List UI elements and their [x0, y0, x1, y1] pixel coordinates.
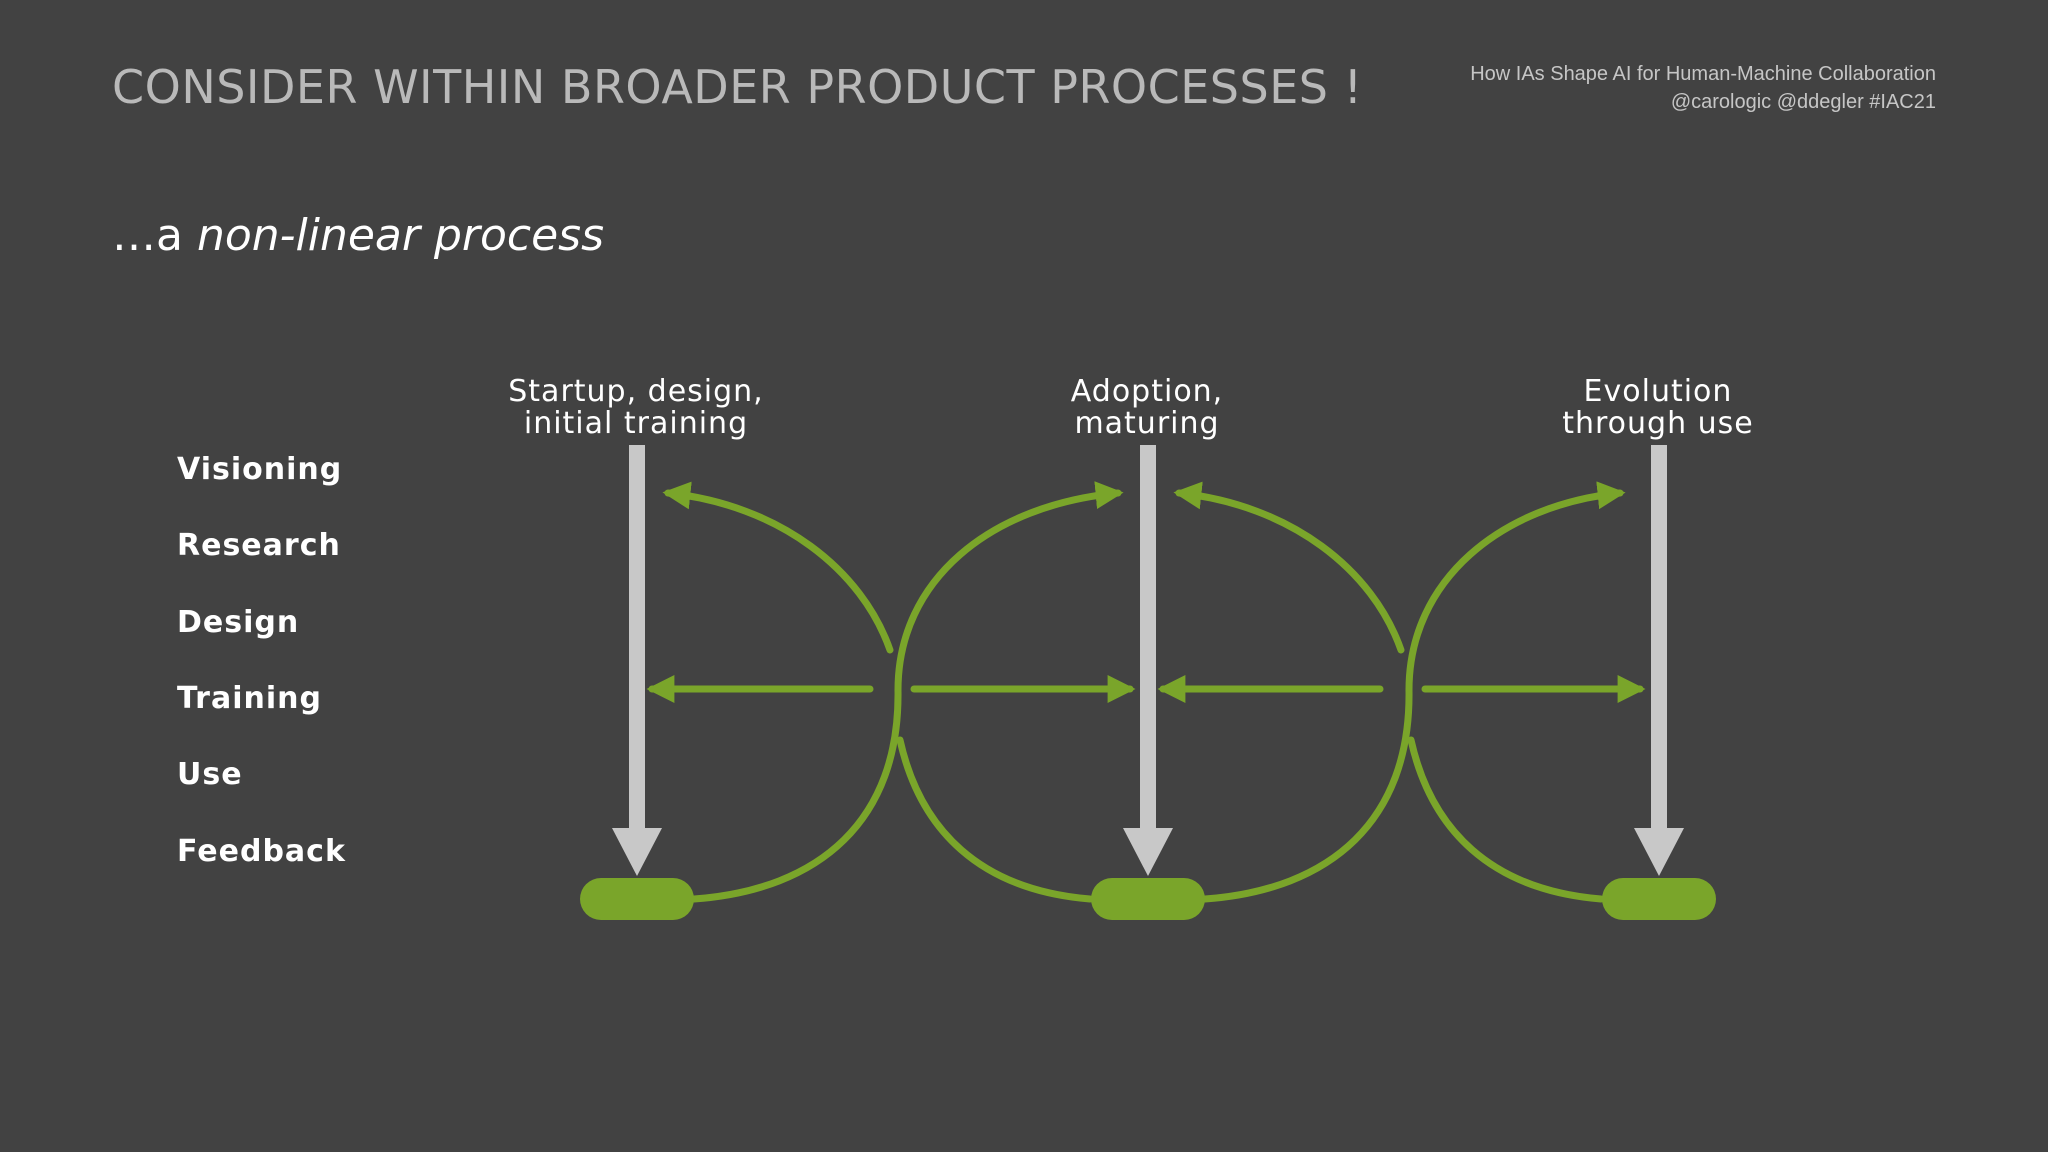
feedback-pills — [580, 878, 1716, 920]
down-arrow-evolution — [1634, 445, 1684, 876]
feedback-pill-adoption — [1091, 878, 1205, 920]
phase-evolution-line2: through use — [1562, 406, 1754, 441]
phase-evolution: Evolution through use — [1478, 376, 1838, 440]
phase-startup: Startup, design, initial training — [456, 376, 816, 440]
loop-curve-2-lower — [1201, 686, 1413, 903]
credit-block: How IAs Shape AI for Human-Machine Colla… — [1470, 60, 1936, 116]
loop-curve-1-back — [662, 481, 894, 654]
credit-handles: @carologic @ddegler #IAC21 — [1670, 91, 1936, 113]
down-arrow-adoption — [1123, 445, 1173, 876]
phase-adoption-line2: maturing — [1074, 406, 1220, 441]
subtitle-emphasis: non-linear process — [196, 210, 605, 261]
down-arrow-startup — [612, 445, 662, 876]
phase-down-arrows — [612, 445, 1684, 876]
subtitle-prefix: …a — [112, 210, 197, 261]
phase-adoption: Adoption, maturing — [967, 376, 1327, 440]
slide-title: CONSIDER WITHIN BROADER PRODUCT PROCESSE… — [112, 60, 1363, 114]
feedback-pill-startup — [580, 878, 694, 920]
loop-curve-2-back — [1173, 481, 1405, 654]
stage-use: Use — [177, 757, 243, 792]
stage-training: Training — [177, 681, 322, 716]
stage-research: Research — [177, 528, 341, 563]
loop-curve-2-upper — [1405, 481, 1626, 694]
credit-talk-title: How IAs Shape AI for Human-Machine Colla… — [1470, 63, 1936, 85]
loop-curve-1-upper — [894, 481, 1124, 694]
loop-curve-1-lower — [690, 686, 902, 903]
stage-visioning: Visioning — [177, 452, 343, 487]
loop-curve-2-down — [1407, 736, 1605, 903]
phase-startup-line2: initial training — [523, 406, 749, 441]
loop-curve-1-down — [896, 736, 1094, 903]
phase-startup-line1: Startup, design, — [508, 374, 764, 409]
phase-evolution-line1: Evolution — [1583, 374, 1733, 409]
stage-feedback: Feedback — [177, 834, 346, 869]
feedback-pill-evolution — [1602, 878, 1716, 920]
stage-design: Design — [177, 605, 300, 640]
phase-adoption-line1: Adoption, — [1070, 374, 1224, 409]
feedback-loops — [646, 481, 1646, 903]
slide-subtitle: …a non-linear process — [112, 210, 604, 261]
